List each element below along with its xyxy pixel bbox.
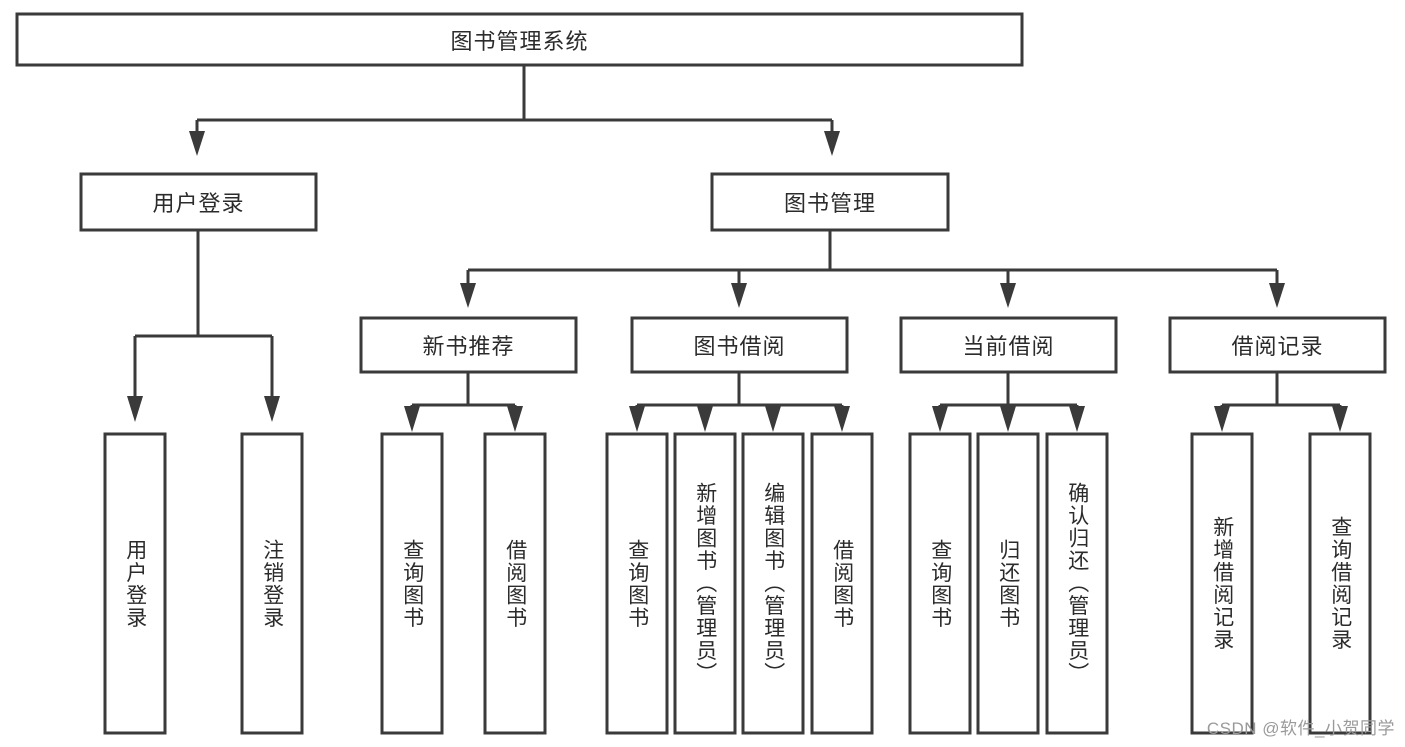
arrow-head-leaf-borrow-book-2 xyxy=(834,406,850,432)
arrow-head-new-book-recommend xyxy=(460,283,476,308)
node-leaf-borrow-book-1-box[interactable] xyxy=(483,432,547,735)
node-book-management-box[interactable] xyxy=(710,172,950,232)
node-book-borrow-box[interactable] xyxy=(630,316,849,374)
node-leaf-borrow-book-2-box[interactable] xyxy=(810,432,874,735)
arrow-head-leaf-add-book xyxy=(697,406,713,432)
node-leaf-logout-box[interactable] xyxy=(240,432,304,735)
node-leaf-add-record-box[interactable] xyxy=(1190,432,1254,735)
arrow-head-leaf-user-login xyxy=(127,396,143,422)
node-user-login-box[interactable] xyxy=(79,172,318,232)
node-leaf-query-book-3-box[interactable] xyxy=(908,432,972,735)
arrow-head-user-login xyxy=(189,131,205,156)
arrow-head-leaf-query-book-2 xyxy=(629,406,645,432)
node-leaf-user-login-box[interactable] xyxy=(103,432,167,735)
arrow-head-leaf-borrow-book-1 xyxy=(507,406,523,432)
arrow-head-borrow-record xyxy=(1269,283,1285,308)
arrow-head-leaf-return-book xyxy=(1000,406,1016,432)
arrow-head-leaf-query-book-1 xyxy=(404,406,420,432)
arrow-head-book-borrow xyxy=(731,283,747,308)
node-borrow-record-box[interactable] xyxy=(1168,316,1387,374)
arrow-head-leaf-confirm-return xyxy=(1069,406,1085,432)
node-root-box[interactable] xyxy=(15,12,1024,67)
node-leaf-query-record-box[interactable] xyxy=(1308,432,1372,735)
node-leaf-query-book-2-box[interactable] xyxy=(605,432,669,735)
arrow-head-leaf-logout xyxy=(264,396,280,422)
node-leaf-return-book-box[interactable] xyxy=(976,432,1040,735)
arrow-head-leaf-query-book-3 xyxy=(932,406,948,432)
node-leaf-confirm-return-box[interactable] xyxy=(1045,432,1109,735)
watermark-text: CSDN @软件_小贺同学 xyxy=(1206,719,1395,738)
node-leaf-query-book-1-box[interactable] xyxy=(380,432,444,735)
arrow-head-book-management xyxy=(824,131,840,156)
node-new-book-recommend-box[interactable] xyxy=(359,316,578,374)
arrow-head-leaf-add-record xyxy=(1214,406,1230,432)
arrow-head-leaf-query-record xyxy=(1332,406,1348,432)
node-current-borrow-box[interactable] xyxy=(899,316,1118,374)
arrow-head-leaf-edit-book xyxy=(765,406,781,432)
node-leaf-edit-book-box[interactable] xyxy=(741,432,805,735)
node-leaf-add-book-box[interactable] xyxy=(673,432,737,735)
arrow-head-current-borrow xyxy=(1000,283,1016,308)
